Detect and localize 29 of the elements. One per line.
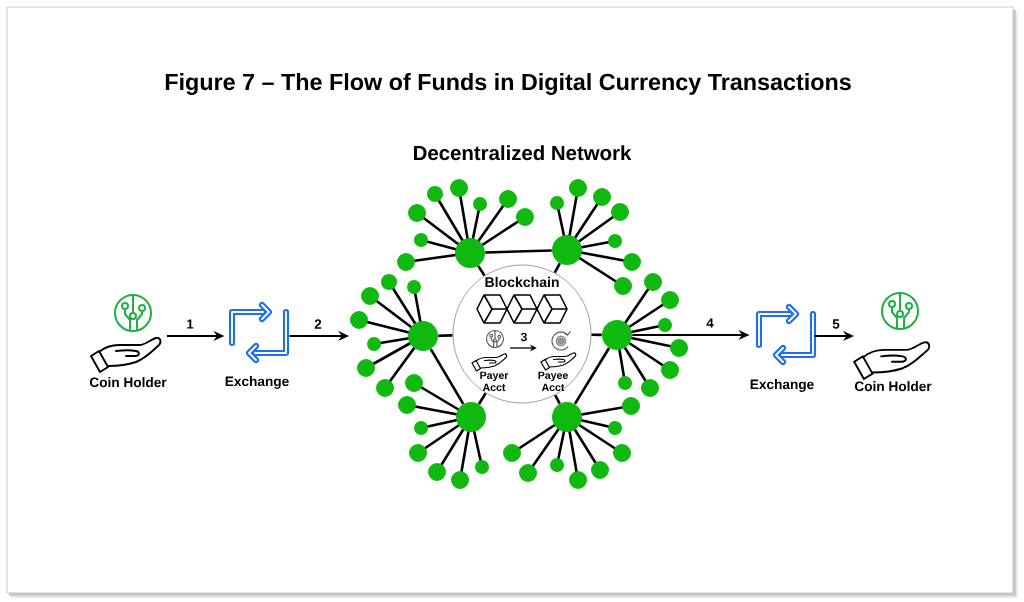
connector-line [591, 333, 602, 337]
edge-label: 5 [832, 319, 840, 329]
title: Figure 7 – The Flow of Funds in Digital Currency Transactions [165, 73, 851, 95]
node-label: Exchange [225, 376, 289, 389]
node-label: Blockchain [485, 276, 559, 288]
connector-line [477, 265, 486, 277]
hub-dot [552, 402, 582, 432]
node-label: Decentralized Network [414, 145, 632, 161]
edge-label: 2 [314, 319, 322, 329]
node-label: Payer Acct [480, 371, 509, 392]
connector-line [429, 348, 465, 405]
node-label: Exchange [750, 379, 814, 392]
node-label: Payee Acct [538, 371, 568, 392]
hub-dot [552, 235, 582, 265]
edge-label: 4 [706, 318, 714, 328]
hub-dot [456, 402, 486, 432]
hub-dot [455, 238, 485, 268]
edge-label: 1 [187, 319, 194, 329]
node-label: Coin Holder [854, 381, 932, 392]
connector-line [553, 262, 561, 274]
connector-line [485, 249, 552, 254]
hub-dot [408, 321, 438, 351]
node-label: Coin Holder [89, 377, 167, 388]
connector-line [573, 347, 611, 405]
hub-dot [602, 320, 632, 350]
connector-line [554, 394, 561, 405]
connector-line [477, 392, 487, 405]
connector-line [438, 334, 453, 337]
edge-label: 3 [520, 332, 527, 342]
